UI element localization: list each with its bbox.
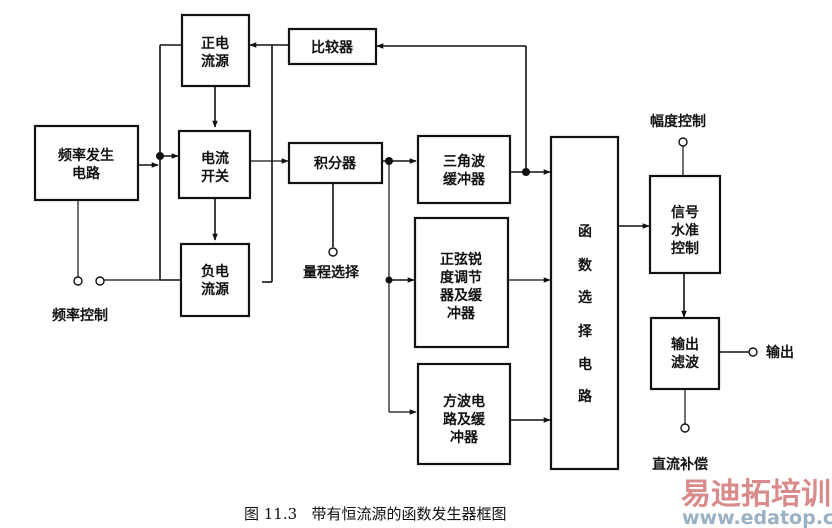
amplitude-control-label: 幅度控制 — [650, 113, 706, 130]
output-label: 输出 — [766, 344, 794, 361]
dc-offset-terminal[interactable] — [680, 423, 690, 433]
block-label: 电流 — [201, 150, 229, 167]
block-label: 函 — [578, 224, 592, 240]
block-label: 比较器 — [311, 39, 354, 56]
connections — [77, 42, 749, 424]
block-freq-gen: 频率发生 电路 — [33, 124, 140, 202]
amplitude-control-terminal[interactable] — [678, 137, 688, 147]
block-label: 路及缓 — [443, 411, 486, 428]
watermark-url: www.edatop.com — [682, 507, 832, 528]
block-label: 控制 — [671, 240, 699, 257]
block-label: 积分器 — [314, 155, 357, 172]
block-current-switch: 电流 开关 — [177, 129, 252, 200]
block-label: 正电 — [201, 35, 229, 52]
block-label: 择 — [578, 323, 593, 340]
block-negative-current-source: 负电 流源 — [179, 242, 251, 318]
watermark-brand: 易迪拓培训 — [681, 477, 831, 512]
block-label: 输出 — [671, 336, 699, 353]
block-label: 滤波 — [671, 354, 700, 371]
block-label: 频率发生 — [58, 147, 114, 164]
dc-offset-label: 直流补偿 — [652, 456, 708, 473]
range-select-terminal[interactable] — [328, 247, 338, 257]
block-sine-shaper: 正弦锐 度调节 器及缓 冲器 — [413, 216, 510, 349]
freq-control-terminal-a[interactable] — [73, 276, 83, 286]
block-label: 水准 — [671, 222, 699, 239]
block-label: 开关 — [201, 168, 229, 185]
junction-dot — [385, 276, 393, 284]
block-label: 电路 — [72, 165, 101, 182]
block-label: 路 — [578, 388, 593, 405]
freq-control-terminal-b[interactable] — [95, 276, 105, 286]
block-label: 冲器 — [450, 429, 479, 446]
block-label: 器及缓 — [439, 287, 483, 304]
block-output-filter: 输出 滤波 — [649, 316, 721, 391]
freq-control-label: 频率控制 — [52, 307, 108, 324]
block-label: 数 — [578, 257, 593, 274]
block-triangle-buffer: 三角波 缓冲器 — [416, 134, 512, 205]
block-label: 三角波 — [443, 153, 486, 170]
block-label: 流源 — [201, 281, 229, 298]
block-label: 度调节 — [440, 269, 482, 286]
block-label: 正弦锐 — [440, 251, 482, 268]
figure-caption: 图 11.3 带有恒流源的函数发生器框图 — [244, 505, 506, 523]
block-label: 缓冲器 — [443, 171, 486, 188]
junction-dot — [156, 152, 164, 160]
block-label: 方波电 — [443, 393, 485, 410]
block-label: 负电 — [201, 263, 229, 280]
block-comparator: 比较器 — [287, 27, 378, 66]
block-signal-level-control: 信号 水准 控制 — [648, 174, 722, 275]
block-square-circuit: 方波电 路及缓 冲器 — [416, 362, 512, 466]
block-label: 选 — [578, 289, 592, 306]
block-positive-current-source: 正电 流源 — [180, 13, 251, 88]
block-label: 电 — [578, 356, 592, 373]
block-label: 信号 — [671, 204, 699, 221]
block-label: 冲器 — [447, 305, 476, 322]
output-terminal[interactable] — [748, 347, 758, 357]
block-label: 流源 — [201, 53, 229, 70]
block-function-select: 函 数 选 择 电 路 — [549, 135, 620, 471]
block-integrator: 积分器 — [287, 141, 384, 185]
range-select-label: 量程选择 — [303, 264, 360, 281]
